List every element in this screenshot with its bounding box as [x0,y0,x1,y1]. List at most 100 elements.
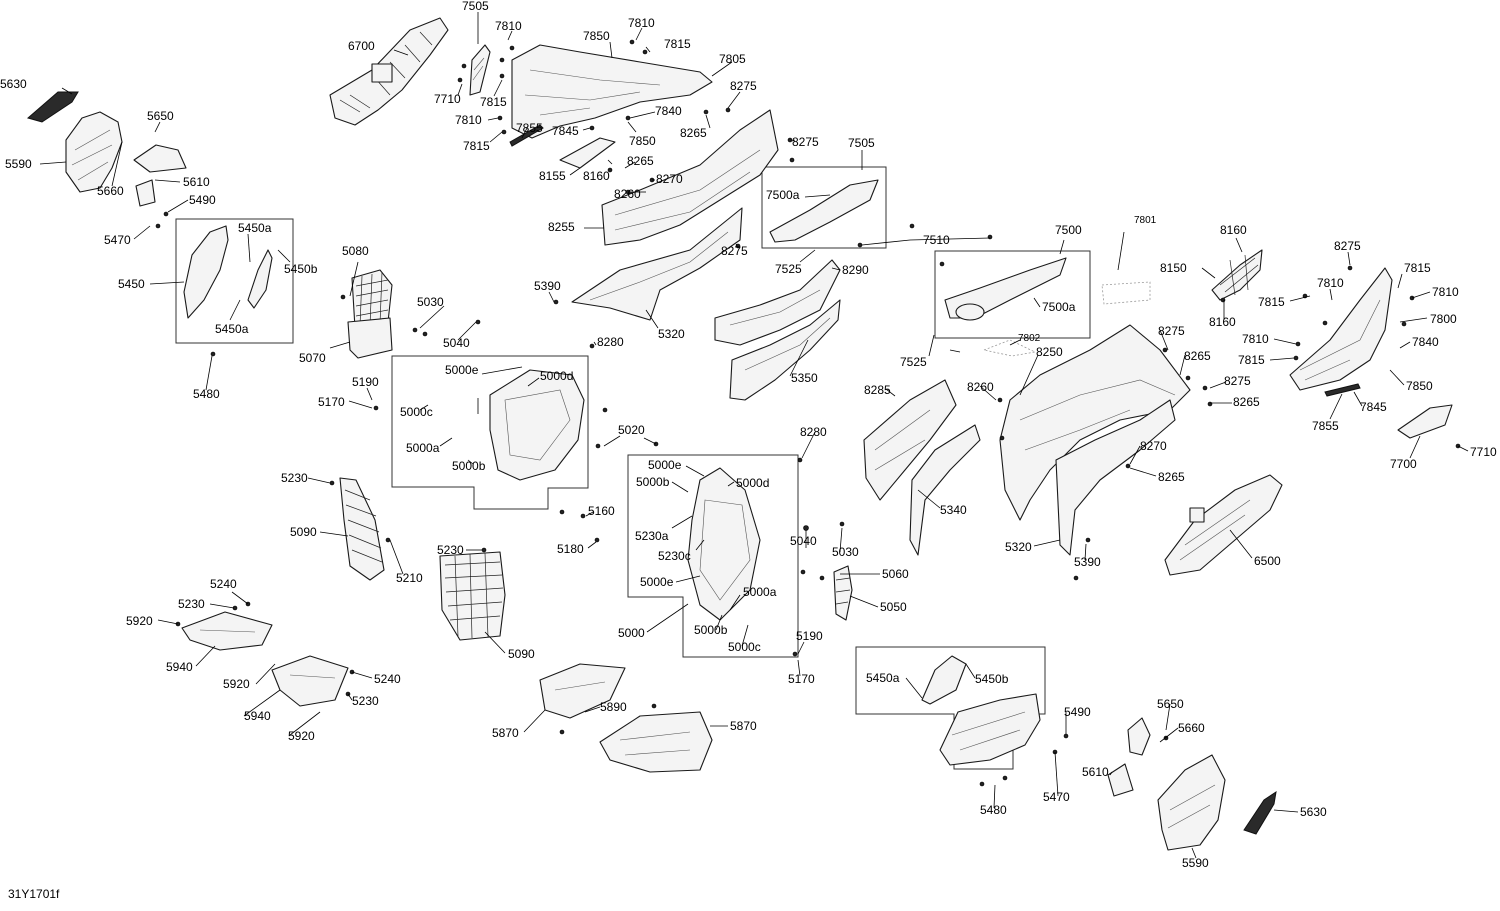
fasteners [155,39,1461,787]
label-7810: 7810 [1432,285,1459,299]
label-5920: 5920 [288,729,315,743]
part-5000-frame-left [489,369,585,481]
part-5340 [909,424,981,556]
box-5450-left [175,218,294,344]
part-5610-left [133,144,187,173]
label-8260: 8260 [967,380,994,394]
label-7815: 7815 [1258,295,1285,309]
label-5230: 5230 [178,597,205,611]
label-5470: 5470 [104,233,131,247]
part-5090-center [439,551,506,641]
part-7800 [1289,267,1393,391]
part-5610-right [1127,717,1151,756]
part-5320-right [1055,399,1176,556]
label-5040: 5040 [443,336,470,350]
label-5650: 5650 [147,109,174,123]
label-5230: 5230 [437,543,464,557]
box-5000-right [627,454,799,658]
label-7850: 7850 [1406,379,1433,393]
label-7505: 7505 [848,136,875,150]
part-5940-lower [271,655,349,707]
label-7845: 7845 [1360,400,1387,414]
label-5000b: 5000b [694,623,728,637]
label-7850: 7850 [629,134,656,148]
label-8275: 8275 [1158,324,1185,338]
part-6500 [1164,474,1283,576]
label-7805: 7805 [719,52,746,66]
label-5610: 5610 [1082,765,1109,779]
label-5480: 5480 [980,803,1007,817]
label-7700: 7700 [1390,457,1417,471]
part-5450-right [921,655,1041,766]
label-7815: 7815 [1238,353,1265,367]
part-5610b-left [135,179,156,207]
label-7815: 7815 [463,139,490,153]
part-7855-left [509,124,544,147]
label-7815: 7815 [664,37,691,51]
label-8160: 8160 [1209,315,1236,329]
label-5630: 5630 [0,77,27,91]
part-8250 [999,324,1191,521]
label-5000d: 5000d [736,476,769,490]
label-8280: 8280 [800,425,827,439]
part-7805 [511,44,713,139]
label-5190: 5190 [352,375,379,389]
part-8160-left [559,137,616,169]
label-8160: 8160 [583,169,610,183]
label-5160: 5160 [588,504,615,518]
label-7710: 7710 [434,92,461,106]
label-5450: 5450 [118,277,145,291]
part-5630-left [26,91,79,123]
label-7855: 7855 [1312,419,1339,433]
part-5080 [351,269,393,329]
label-7810: 7810 [455,113,482,127]
part-5590-right [1157,754,1226,851]
label-7810: 7810 [628,16,655,30]
part-7500-box [944,257,1067,321]
label-5190: 5190 [796,629,823,643]
label-7500: 7500 [1055,223,1082,237]
label-5070: 5070 [299,351,326,365]
label-8255: 8255 [548,220,575,234]
label-5000e: 5000e [640,575,674,589]
label-5450a: 5450a [866,671,900,685]
label-5240: 5240 [210,577,237,591]
label-5020: 5020 [618,423,645,437]
label-5210: 5210 [396,571,423,585]
leader-lines [39,12,1469,859]
part-8255 [601,109,779,246]
part-5870-lower [599,711,713,773]
part-5050 [833,565,853,621]
label-5320: 5320 [658,327,685,341]
label-8270: 8270 [656,172,683,186]
label-5030: 5030 [417,295,444,309]
label-5870: 5870 [730,719,757,733]
label-5080: 5080 [342,244,369,258]
label-5660: 5660 [1178,721,1205,735]
label-5060: 5060 [882,567,909,581]
box-5450-right [855,646,1046,770]
label-5040: 5040 [790,534,817,548]
label-5480: 5480 [193,387,220,401]
label-5390: 5390 [1074,555,1101,569]
label-5000: 5000 [618,626,645,640]
label-5170: 5170 [318,395,345,409]
box-5000-left [391,355,589,510]
label-5050: 5050 [880,600,907,614]
label-5940: 5940 [166,660,193,674]
label-5000b: 5000b [636,475,670,489]
part-5590-left [65,111,123,193]
group-boxes [175,166,1091,770]
part-5350 [729,299,841,401]
label-5320: 5320 [1005,540,1032,554]
label-7850: 7850 [583,29,610,43]
label-7710: 7710 [1470,445,1497,459]
part-7802 [982,339,1037,357]
label-7810: 7810 [1317,276,1344,290]
label-8260: 8260 [614,187,641,201]
label-5920: 5920 [126,614,153,628]
part-6700 [329,17,449,126]
label-5000c: 5000c [400,405,433,419]
label-5470: 5470 [1043,790,1070,804]
label-7840: 7840 [655,104,682,118]
